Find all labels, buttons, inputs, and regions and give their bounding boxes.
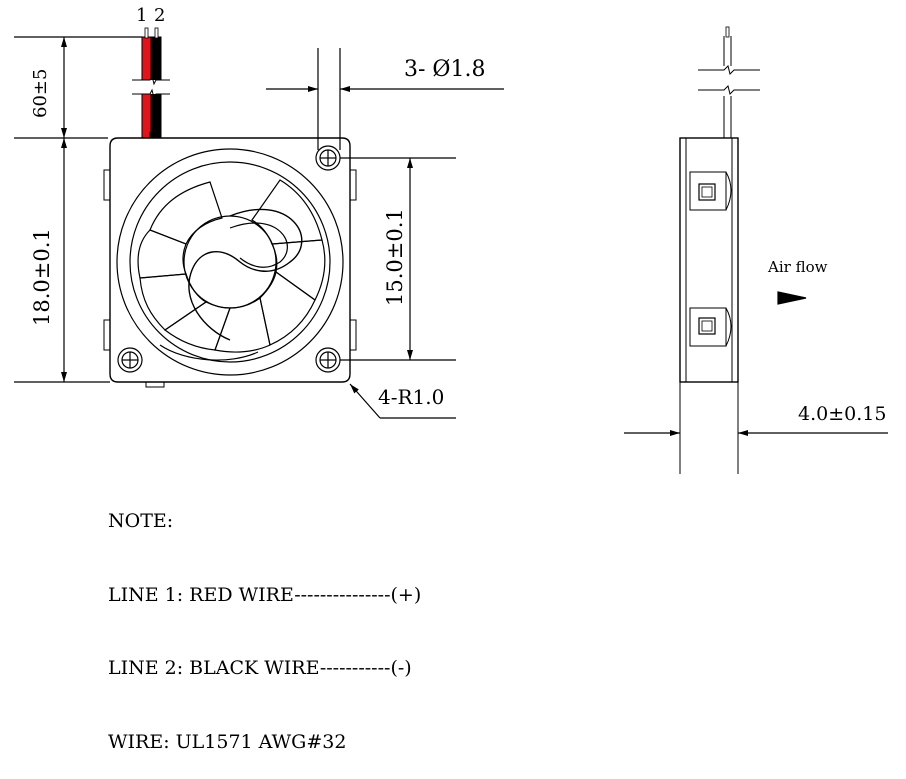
thickness-label: 4.0±0.15 (798, 403, 886, 425)
hole-spec-label: 3- Ø1.8 (404, 57, 485, 82)
notes-block: NOTE: LINE 1: RED WIRE---------------(+)… (108, 460, 421, 779)
mounting-holes (117, 145, 341, 373)
wire-2-label: 2 (154, 5, 165, 26)
note-line-1: LINE 1: RED WIRE---------------(+) (108, 583, 422, 606)
fan-frame (109, 137, 351, 383)
corner-radius-leader (349, 383, 456, 419)
wire-1-label: 1 (136, 5, 147, 26)
airflow-label: Air flow (767, 258, 828, 276)
hole-pitch-label: 15.0±0.1 (383, 208, 407, 306)
frame-size-dimension (14, 138, 110, 383)
hole-pitch-dimension (340, 157, 456, 361)
front-view (14, 27, 504, 419)
wire-length-label: 60±5 (30, 69, 51, 118)
fan-impeller (116, 148, 344, 376)
corner-radius-label: 4-R1.0 (378, 385, 444, 409)
fan-side-body (679, 137, 739, 383)
note-wire-spec: WIRE: UL1571 AWG#32 (108, 730, 347, 753)
frame-size-label: 18.0±0.1 (30, 228, 54, 326)
side-view (624, 26, 888, 474)
hole-diameter-dimension (266, 48, 504, 150)
wire-bundle (132, 27, 170, 139)
note-line-2: LINE 2: BLACK WIRE-----------(-) (108, 657, 412, 679)
airflow-arrow (777, 291, 807, 305)
note-heading: NOTE: (108, 510, 174, 532)
fan-mechanical-drawing: 1 2 60±5 18.0±0.1 15.0±0.1 3- Ø1.8 4-R1.… (14, 5, 888, 474)
